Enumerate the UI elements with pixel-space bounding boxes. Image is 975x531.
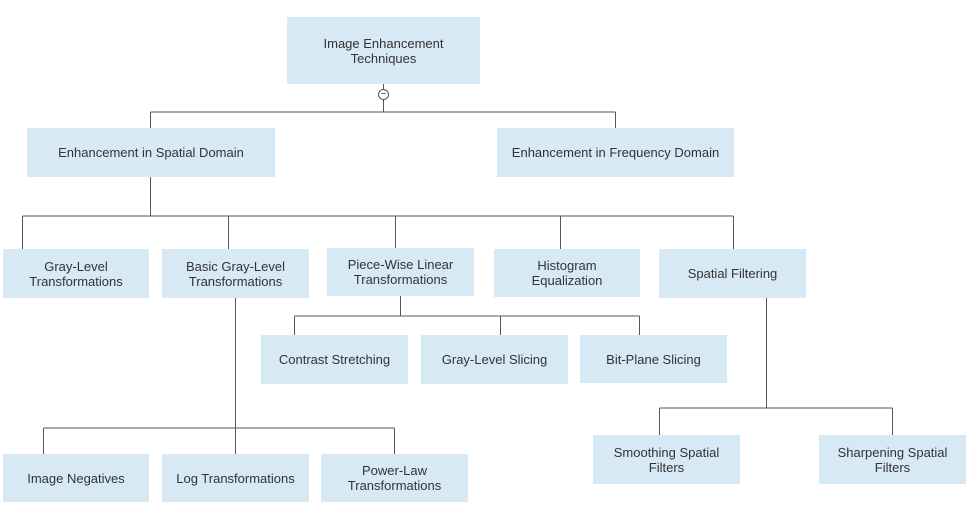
node-power-law: Power-Law Transformations: [321, 454, 468, 502]
node-gray-level-slicing-label: Gray-Level Slicing: [441, 352, 548, 367]
node-piecewise-label: Piece-Wise Linear Transformations: [347, 257, 454, 287]
node-power-law-label: Power-Law Transformations: [347, 463, 442, 493]
edge-piecewise-children: [294, 296, 640, 335]
node-smoothing-filters: Smoothing Spatial Filters: [593, 435, 740, 484]
edge-basic-children: [43, 298, 395, 454]
collapse-toggle[interactable]: −: [378, 89, 389, 100]
node-piecewise: Piece-Wise Linear Transformations: [327, 248, 474, 296]
node-gray-level: Gray-Level Transformations: [3, 249, 149, 298]
edge-spatial-children: [22, 177, 734, 249]
node-basic-gray-level-label: Basic Gray-Level Transformations: [186, 258, 285, 289]
node-spatial-domain-label: Enhancement in Spatial Domain: [58, 145, 244, 160]
node-root-label: Image Enhancement Techniques: [323, 35, 444, 66]
node-contrast-stretching-label: Contrast Stretching: [278, 352, 391, 367]
node-contrast-stretching: Contrast Stretching: [261, 335, 408, 384]
node-image-negatives: Image Negatives: [3, 454, 149, 502]
node-log-transformations: Log Transformations: [162, 454, 309, 502]
node-gray-level-label: Gray-Level Transformations: [29, 258, 123, 289]
node-image-negatives-label: Image Negatives: [27, 470, 125, 486]
node-spatial-domain: Enhancement in Spatial Domain: [27, 128, 275, 177]
node-histogram: Histogram Equalization: [494, 249, 640, 297]
node-basic-gray-level: Basic Gray-Level Transformations: [162, 249, 309, 298]
node-spatial-filtering: Spatial Filtering: [659, 249, 806, 298]
node-log-transformations-label: Log Transformations: [176, 470, 295, 486]
node-histogram-label: Histogram Equalization: [531, 258, 603, 288]
node-root: Image Enhancement Techniques: [287, 17, 480, 84]
node-gray-level-slicing: Gray-Level Slicing: [421, 335, 568, 384]
node-sharpening-filters-label: Sharpening Spatial Filters: [837, 444, 948, 475]
node-smoothing-filters-label: Smoothing Spatial Filters: [613, 444, 720, 475]
node-bit-plane-slicing: Bit-Plane Slicing: [580, 335, 727, 383]
node-sharpening-filters: Sharpening Spatial Filters: [819, 435, 966, 484]
minus-circle-icon: −: [380, 89, 387, 100]
node-frequency-domain-label: Enhancement in Frequency Domain: [511, 145, 720, 160]
node-spatial-filtering-label: Spatial Filtering: [687, 266, 778, 281]
node-frequency-domain: Enhancement in Frequency Domain: [497, 128, 734, 177]
edge-filtering-children: [659, 298, 893, 435]
node-bit-plane-slicing-label: Bit-Plane Slicing: [606, 351, 701, 367]
